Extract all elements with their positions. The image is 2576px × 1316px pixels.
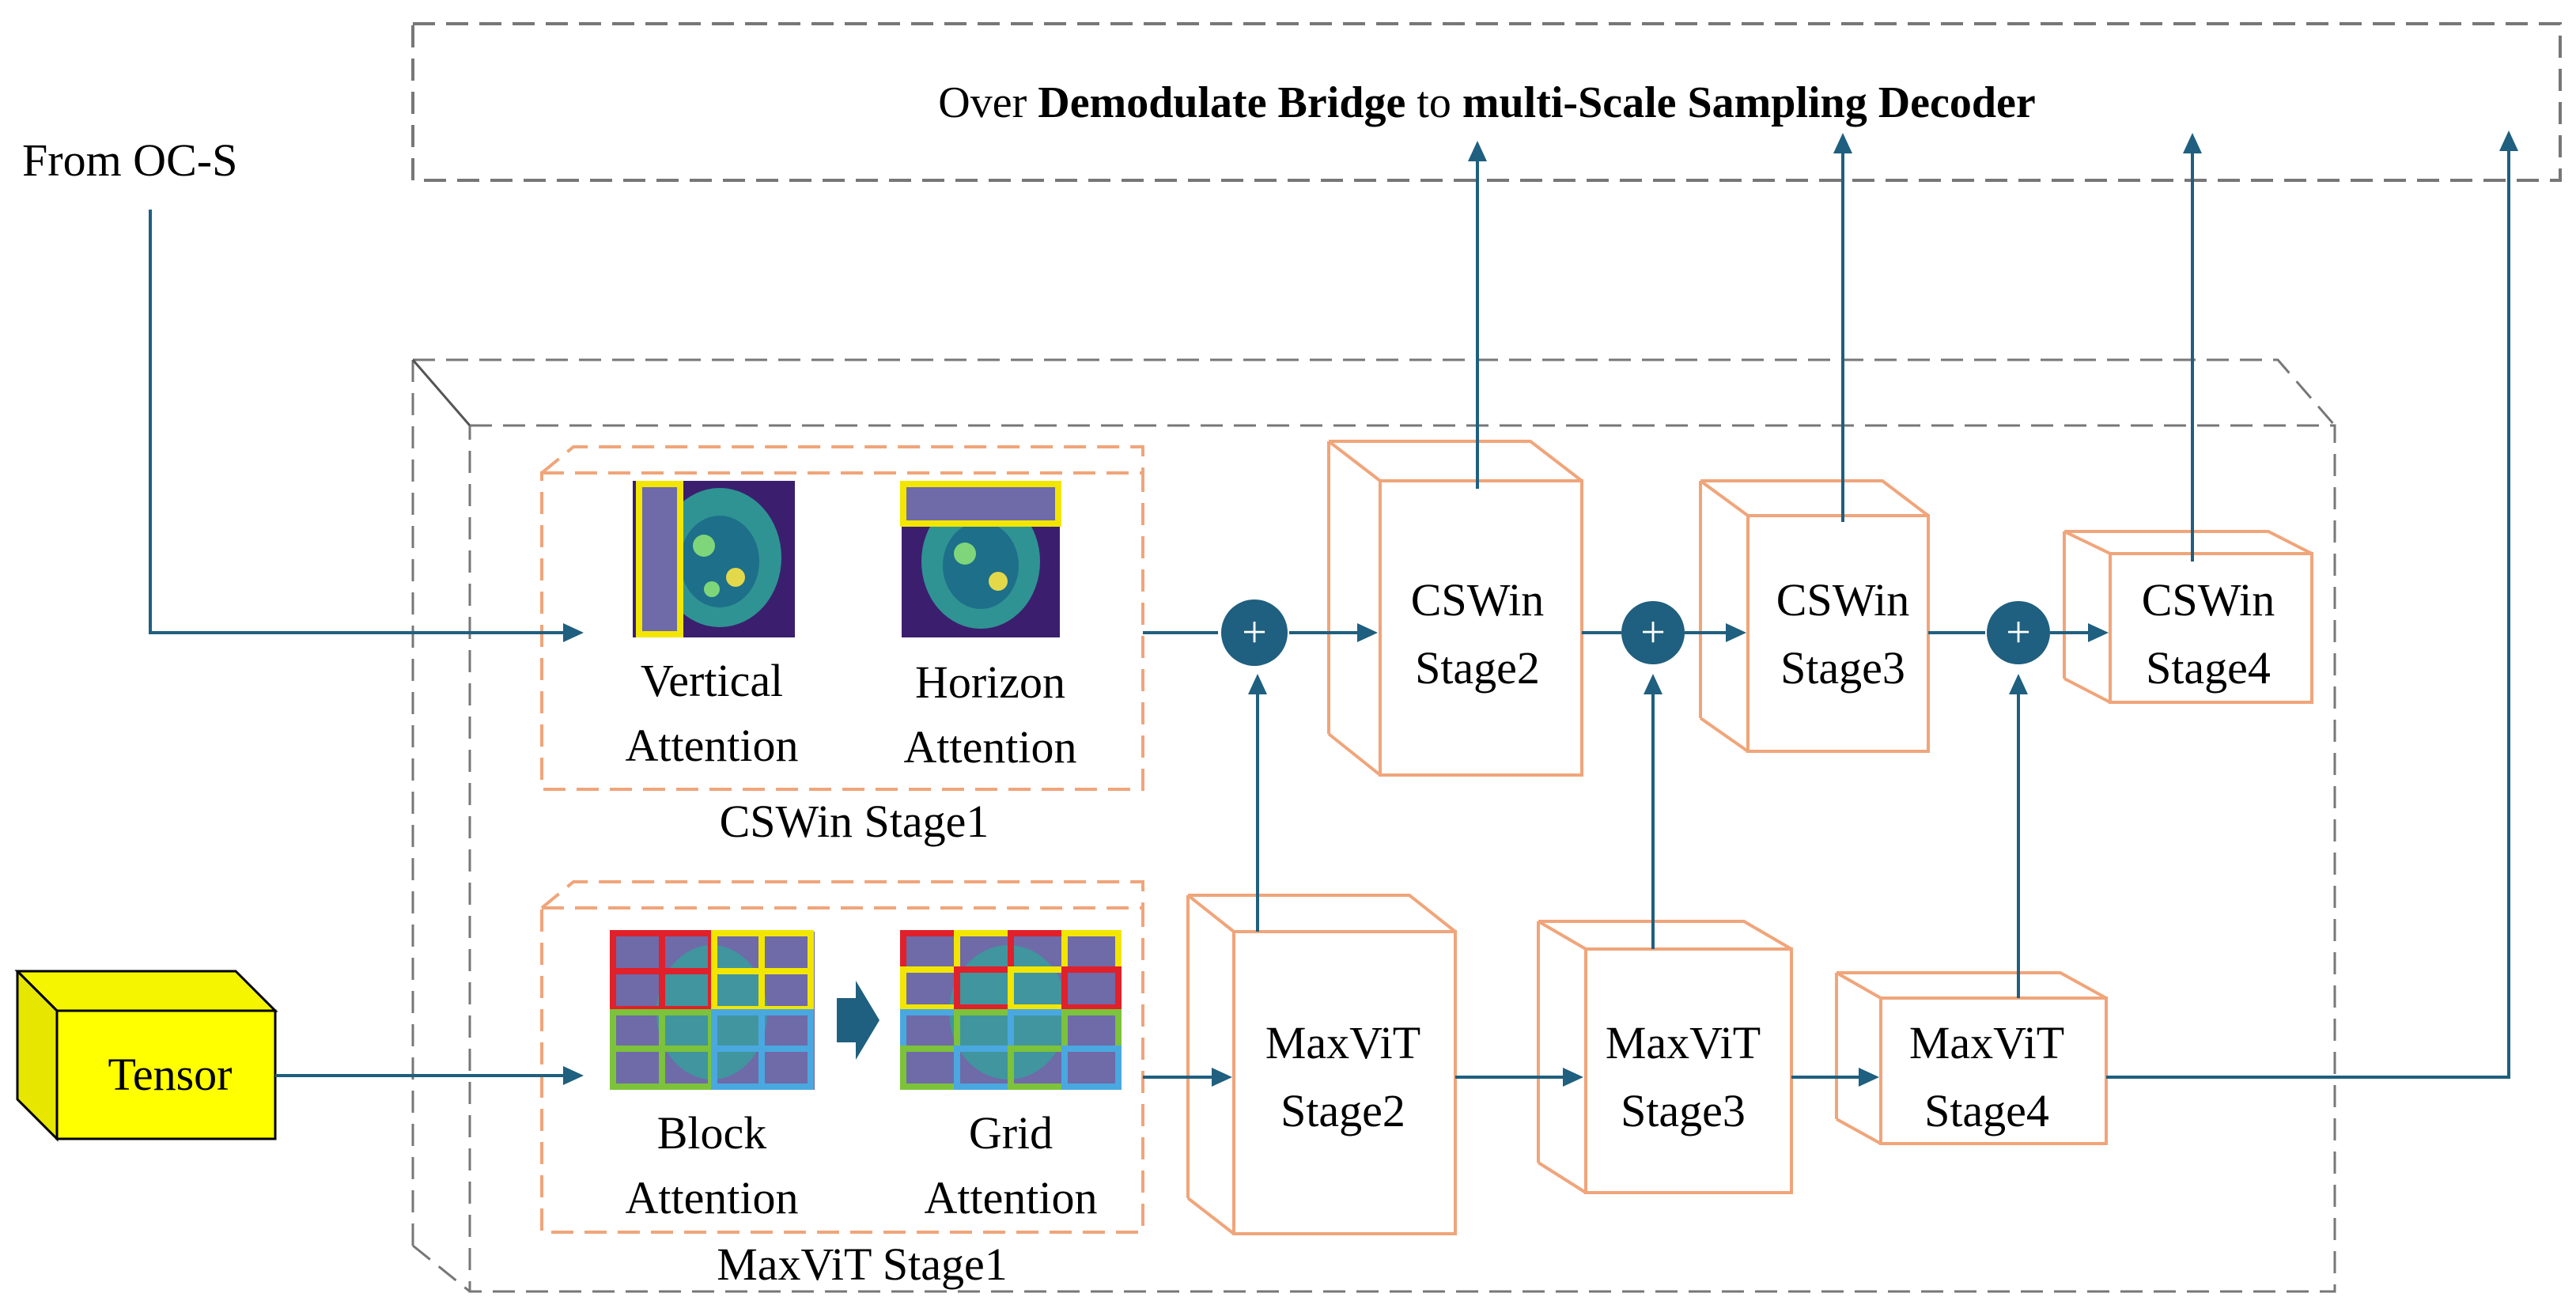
add-node-3: + bbox=[1987, 601, 2050, 664]
svg-text:+: + bbox=[1242, 608, 1267, 657]
vertical-label: Vertical bbox=[641, 655, 783, 706]
horizon-label: Horizon bbox=[915, 656, 1065, 708]
grid-attention-image bbox=[900, 930, 1122, 1090]
cswin-stage2-label1: CSWin bbox=[1411, 574, 1544, 626]
tensor-cube bbox=[14, 970, 278, 1142]
from-ocs-label: From OC-S bbox=[22, 134, 237, 186]
maxvit-stage3-box bbox=[1537, 920, 1793, 1194]
vertical-attention-label: Attention bbox=[625, 720, 798, 771]
cswin-stage1-caption: CSWin Stage1 bbox=[720, 796, 989, 847]
vertical-attention-image bbox=[633, 481, 795, 637]
maxvit-stage2-label2: Stage2 bbox=[1280, 1085, 1405, 1136]
add-node-2: + bbox=[1621, 601, 1685, 664]
block-label: Block bbox=[657, 1107, 767, 1159]
maxvit-stage2-box bbox=[1186, 894, 1457, 1235]
maxvit-stage1-box bbox=[540, 880, 1144, 1234]
maxvit-stage4-label2: Stage4 bbox=[1924, 1085, 2049, 1136]
encoder-container bbox=[411, 358, 2336, 1293]
maxvit-stage4-label1: MaxViT bbox=[1909, 1017, 2064, 1068]
grid-attention-label: Attention bbox=[924, 1172, 1097, 1223]
grid-label: Grid bbox=[969, 1107, 1053, 1159]
block-attention-label: Attention bbox=[625, 1172, 798, 1223]
block-attention-image bbox=[610, 930, 815, 1090]
cswin-stage2-box bbox=[1327, 440, 1583, 777]
add-node-1: + bbox=[1221, 599, 1288, 666]
cswin-stage4-box bbox=[2063, 530, 2313, 704]
connectors bbox=[149, 146, 2510, 1079]
cswin-stage2-label2: Stage2 bbox=[1415, 642, 1540, 694]
horizon-attention-image bbox=[900, 481, 1061, 637]
cswin-stage4-label2: Stage4 bbox=[2146, 642, 2271, 694]
decoder-header-text: Over Demodulate Bridge to multi-Scale Sa… bbox=[938, 78, 2035, 127]
tensor-label: Tensor bbox=[108, 1049, 232, 1100]
maxvit-stage3-label2: Stage3 bbox=[1621, 1085, 1746, 1136]
maxvit-stage4-box bbox=[1835, 971, 2108, 1145]
svg-text:+: + bbox=[1640, 608, 1666, 657]
decoder-header-box bbox=[411, 22, 2562, 182]
cswin-stage4-label1: CSWin bbox=[2142, 574, 2275, 626]
cswin-stage3-label1: CSWin bbox=[1776, 574, 1909, 626]
cswin-stage3-box bbox=[1699, 479, 1930, 753]
horizon-attention-label: Attention bbox=[903, 721, 1076, 773]
svg-text:+: + bbox=[2006, 608, 2031, 657]
maxvit-stage2-label1: MaxViT bbox=[1265, 1017, 1420, 1068]
block-to-grid-arrow bbox=[837, 981, 879, 1060]
arrowheads bbox=[563, 130, 2518, 1087]
maxvit-stage1-caption: MaxViT Stage1 bbox=[717, 1238, 1008, 1290]
maxvit-stage3-label1: MaxViT bbox=[1606, 1017, 1761, 1068]
cswin-stage3-label2: Stage3 bbox=[1780, 642, 1905, 694]
